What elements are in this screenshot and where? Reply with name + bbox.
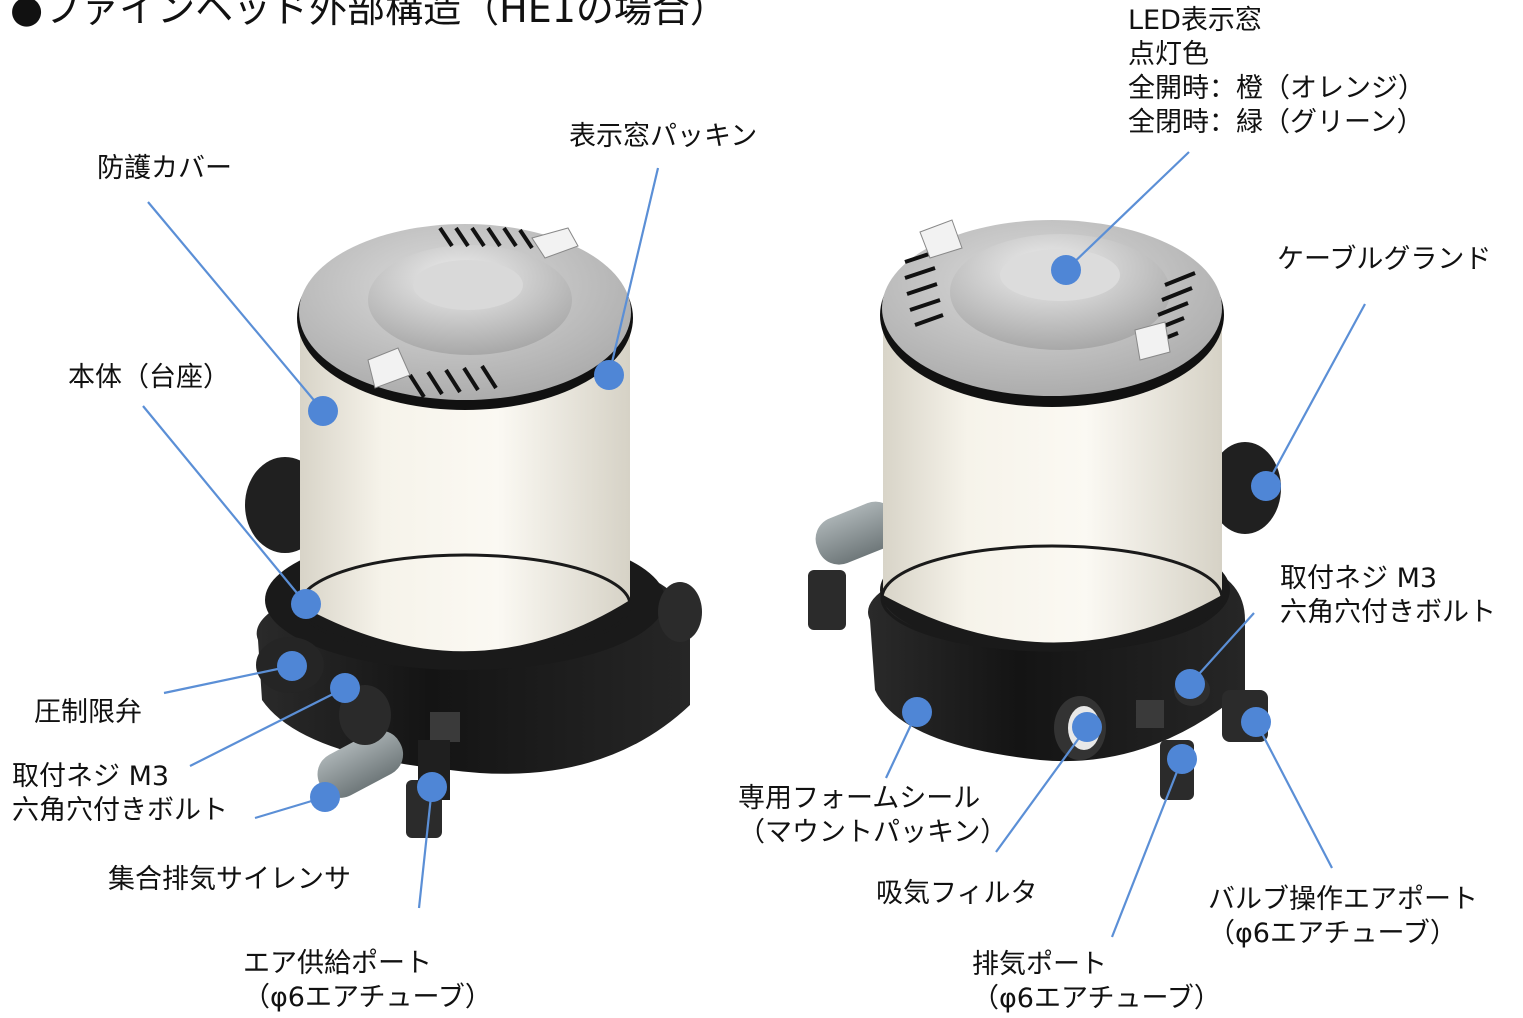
- dot-air-supply-port: [417, 772, 447, 802]
- label-pressure-relief-valve: 圧制限弁: [34, 697, 142, 728]
- dot-mounting-screw-left: [330, 673, 360, 703]
- label-mounting-screw-right: 取付ネジ M3 六角穴付きボルト: [1280, 563, 1496, 628]
- dot-exhaust-port: [1167, 744, 1197, 774]
- dot-cable-gland: [1251, 471, 1281, 501]
- right-exhaust-nut: [1136, 700, 1164, 728]
- dot-exhaust-silencer: [310, 782, 340, 812]
- diagram-title: ●ファインヘッド外部構造（HE1の場合）: [10, 0, 728, 31]
- left-dome-top: [413, 260, 523, 310]
- leader-relief-valve: [163, 664, 293, 695]
- right-tab-bottom: [1134, 321, 1171, 361]
- label-air-supply-port: エア供給ポート （φ6エアチューブ）: [243, 948, 492, 1013]
- dot-foam-seal: [902, 697, 932, 727]
- label-display-window-packing: 表示窓パッキン: [569, 121, 758, 152]
- label-protective-cover: 防護カバー: [97, 153, 232, 184]
- leader-led-window: [1065, 151, 1190, 271]
- label-mounting-screw-left: 取付ネジ M3 六角穴付きボルト: [12, 761, 228, 826]
- dot-display-window-packing: [594, 360, 624, 390]
- dot-mounting-screw-right: [1175, 669, 1205, 699]
- right-cover-bottom-edge: [880, 544, 1224, 652]
- label-main-body: 本体（台座）: [68, 362, 230, 393]
- right-unit: [808, 219, 1281, 800]
- right-left-elbow: [808, 570, 846, 630]
- marker-dots: [277, 255, 1281, 812]
- dot-relief-valve: [277, 651, 307, 681]
- leader-protective-cover: [147, 201, 324, 412]
- left-air-fitting-nut: [430, 712, 460, 742]
- dot-intake-filter: [1072, 712, 1102, 742]
- label-led-window: LED表示窓 点灯色 全開時：橙（オレンジ） 全閉時：緑（グリーン）: [1128, 5, 1425, 138]
- right-side-tube: [815, 501, 900, 565]
- left-unit: [245, 224, 702, 838]
- leader-valve-air-port: [1255, 721, 1333, 869]
- leader-main-body: [142, 405, 307, 605]
- leader-air-supply-port: [417, 786, 434, 909]
- right-tab-top: [919, 219, 963, 259]
- dot-protective-cover: [308, 396, 338, 426]
- leader-mounting-screw-right: [1189, 612, 1255, 685]
- left-grille-bottom: [408, 364, 498, 399]
- left-right-fitting: [658, 582, 702, 642]
- dot-led-window: [1051, 255, 1081, 285]
- label-exhaust-silencer: 集合排気サイレンサ: [108, 864, 351, 895]
- right-cover-cylinder: [883, 318, 1222, 643]
- left-tab-bottom: [367, 347, 411, 389]
- leader-intake-filter: [995, 726, 1088, 853]
- label-valve-air-port: バルブ操作エアポート （φ6エアチューブ）: [1208, 884, 1478, 949]
- left-grille-top: [438, 226, 534, 250]
- label-intake-filter: 吸気フィルタ: [876, 878, 1038, 909]
- leader-display-window-packing: [607, 167, 660, 376]
- right-cable-gland: [1209, 442, 1281, 534]
- label-foam-seal: 専用フォームシール （マウントパッキン）: [738, 783, 1008, 848]
- dot-main-body: [291, 589, 321, 619]
- label-cable-gland: ケーブルグランド: [1277, 244, 1492, 275]
- leader-cable-gland: [1265, 303, 1366, 487]
- dot-valve-air-port: [1241, 707, 1271, 737]
- leader-exhaust-port: [1110, 758, 1184, 938]
- left-cover-cylinder: [300, 315, 630, 652]
- left-tab-top: [531, 227, 579, 259]
- leader-mounting-screw-left: [189, 687, 346, 767]
- label-exhaust-port: 排気ポート （φ6エアチューブ）: [972, 949, 1221, 1014]
- left-silencer: [317, 730, 404, 798]
- leader-lines: [142, 151, 1366, 938]
